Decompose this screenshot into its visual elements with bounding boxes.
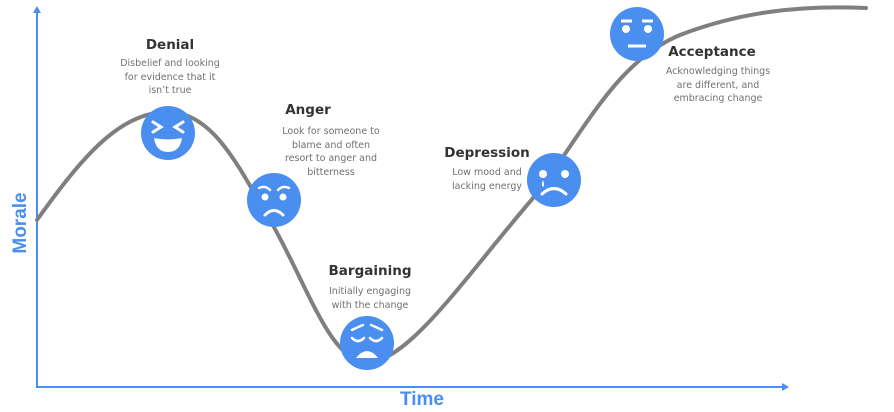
crying-face-icon <box>527 153 581 207</box>
desc-line: Disbelief and looking <box>120 58 220 69</box>
desc-line: lacking energy <box>452 180 522 192</box>
laughing-face-icon <box>141 106 195 160</box>
desc-line: embracing change <box>673 93 763 104</box>
desc-line: resort to anger and <box>284 153 378 164</box>
neutral-face-icon <box>610 7 664 61</box>
stage-description: Look for someone to blame and often reso… <box>282 125 379 179</box>
stage-title: Depression <box>444 145 530 161</box>
x-axis-label: Time <box>400 389 445 410</box>
stage-denial: Denial Disbelief and looking for evidenc… <box>120 37 220 98</box>
stage-description: Disbelief and looking for evidence that … <box>120 57 220 98</box>
desc-line: bitterness <box>307 166 355 178</box>
stage-title: Denial <box>145 37 195 53</box>
y-axis <box>33 6 41 387</box>
stage-description: Low mood and lacking energy <box>444 166 529 193</box>
desc-line: blame and often <box>291 139 371 151</box>
x-axis <box>36 383 789 391</box>
desc-line: Initially engaging <box>328 286 412 297</box>
desc-line: with the change <box>331 299 409 311</box>
stage-description: Initially engaging with the change <box>329 285 412 312</box>
stage-title: Anger <box>285 102 331 118</box>
stage-acceptance: Acceptance Acknowledging things are diff… <box>666 44 770 106</box>
stage-depression: Depression Low mood and lacking energy <box>444 145 529 193</box>
desc-line: for evidence that it <box>124 71 216 83</box>
desc-line: Acknowledging things <box>665 66 771 77</box>
anxious-face-icon <box>340 316 394 370</box>
stage-title: Bargaining <box>328 263 412 279</box>
desc-line: are different, and <box>676 79 760 91</box>
desc-line: isn’t true <box>148 85 192 96</box>
y-axis-label: Morale <box>10 192 31 254</box>
angry-face-icon <box>247 173 301 227</box>
stage-title: Acceptance <box>668 44 756 60</box>
stage-description: Acknowledging things are different, and … <box>666 65 770 106</box>
stage-anger: Anger Look for someone to blame and ofte… <box>256 102 379 179</box>
desc-line: Look for someone to <box>282 126 380 137</box>
desc-line: Low mood and <box>452 167 522 178</box>
stage-bargaining: Bargaining Initially engaging with the c… <box>329 263 412 312</box>
